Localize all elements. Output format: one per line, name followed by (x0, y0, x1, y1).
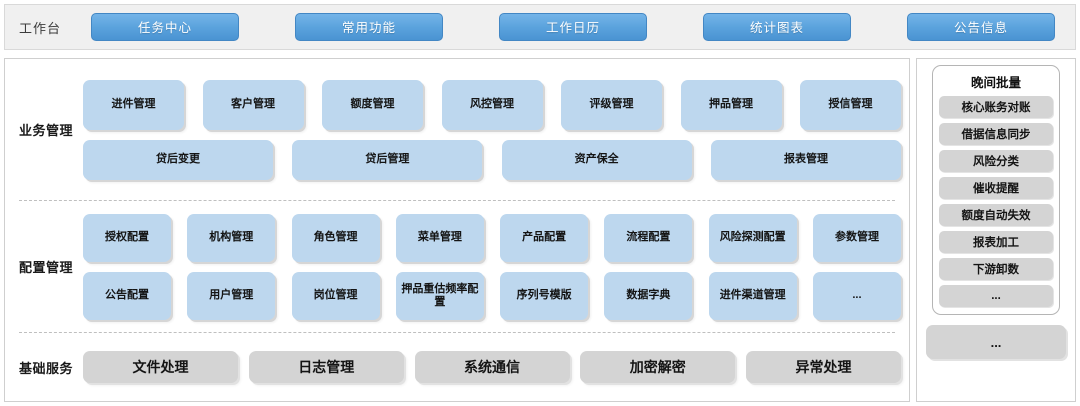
module-card-configuration-more[interactable]: ... (812, 271, 901, 320)
module-card-user-management[interactable]: 用户管理 (187, 271, 276, 320)
module-card-collateral-revaluation-frequency-config[interactable]: 押品重估频率配置 (395, 271, 484, 320)
business-row-2: 贷后变更 贷后管理 资产保全 报表管理 (83, 139, 901, 180)
section-label-business: 业务管理 (19, 123, 74, 138)
page-title: 工作台 (19, 20, 62, 36)
module-card-credit-granting-management[interactable]: 授信管理 (800, 79, 901, 130)
section-label-configuration: 配置管理 (19, 260, 74, 275)
module-card-serial-number-template[interactable]: 序列号模版 (500, 271, 589, 320)
module-card-authorization-config[interactable]: 授权配置 (83, 213, 171, 262)
section-basic-services: 基础服务 文件处理 日志管理 系统通信 加密解密 异常处理 (5, 333, 909, 401)
batch-item-risk-classification[interactable]: 风险分类 (939, 150, 1053, 172)
batch-item-loan-record-sync[interactable]: 借据信息同步 (939, 123, 1053, 145)
module-card-announcement-config[interactable]: 公告配置 (83, 271, 171, 320)
batch-item-report-processing[interactable]: 报表加工 (939, 231, 1053, 253)
module-card-parameter-management[interactable]: 参数管理 (812, 213, 901, 262)
module-card-role-management[interactable]: 角色管理 (291, 213, 380, 262)
tab-statistics-chart[interactable]: 统计图表 (703, 13, 851, 41)
module-card-exception-handling[interactable]: 异常处理 (746, 351, 901, 383)
module-card-risk-detection-config[interactable]: 风险探测配置 (708, 213, 797, 262)
section-label-basic-services: 基础服务 (19, 360, 74, 376)
tab-announcements[interactable]: 公告信息 (907, 13, 1055, 41)
module-card-system-communication[interactable]: 系统通信 (414, 351, 570, 383)
module-card-risk-control-management[interactable]: 风控管理 (441, 79, 543, 130)
basic-services-row-1: 文件处理 日志管理 系统通信 加密解密 异常处理 (83, 351, 901, 383)
batch-item-collection-reminder[interactable]: 催收提醒 (939, 177, 1053, 199)
configuration-row-2: 公告配置 用户管理 岗位管理 押品重估频率配置 序列号模版 数据字典 进件渠道管… (83, 271, 901, 320)
tab-common-functions[interactable]: 常用功能 (295, 13, 443, 41)
module-card-asset-preservation[interactable]: 资产保全 (501, 139, 692, 180)
section-divider-2 (19, 332, 895, 333)
batch-item-core-account-reconciliation[interactable]: 核心账务对账 (939, 96, 1053, 118)
right-side-panel: 晚间批量 核心账务对账 借据信息同步 风险分类 催收提醒 额度自动失效 报表加工… (916, 58, 1076, 402)
module-card-position-management[interactable]: 岗位管理 (291, 271, 380, 320)
section-divider-1 (19, 200, 895, 201)
module-card-post-loan-change[interactable]: 贷后变更 (83, 139, 273, 180)
business-row-1: 进件管理 客户管理 额度管理 风控管理 评级管理 押品管理 授信管理 (83, 79, 901, 130)
module-card-process-config[interactable]: 流程配置 (604, 213, 693, 262)
module-card-file-processing[interactable]: 文件处理 (83, 351, 238, 383)
module-card-rating-management[interactable]: 评级管理 (561, 79, 662, 130)
module-card-log-management[interactable]: 日志管理 (248, 351, 404, 383)
right-panel-more-card[interactable]: ... (926, 325, 1066, 359)
module-map-panel: 业务管理 进件管理 客户管理 额度管理 风控管理 评级管理 押品管理 授信管理 … (4, 58, 910, 402)
section-business-management: 业务管理 进件管理 客户管理 额度管理 风控管理 评级管理 押品管理 授信管理 … (5, 59, 909, 200)
section-rows-business: 进件管理 客户管理 额度管理 风控管理 评级管理 押品管理 授信管理 贷后变更 … (83, 79, 909, 180)
module-card-data-dictionary[interactable]: 数据字典 (604, 271, 693, 320)
tab-task-center[interactable]: 任务中心 (91, 13, 239, 41)
module-card-collateral-management[interactable]: 押品管理 (680, 79, 782, 130)
module-card-report-management[interactable]: 报表管理 (710, 139, 901, 180)
section-configuration-management: 配置管理 授权配置 机构管理 角色管理 菜单管理 产品配置 流程配置 风险探测配… (5, 201, 909, 332)
module-card-organization-management[interactable]: 机构管理 (187, 213, 276, 262)
section-rows-basic-services: 文件处理 日志管理 系统通信 加密解密 异常处理 (83, 351, 909, 383)
night-batch-title: 晚间批量 (970, 76, 1021, 90)
configuration-row-1: 授权配置 机构管理 角色管理 菜单管理 产品配置 流程配置 风险探测配置 参数管… (83, 213, 901, 262)
module-card-credit-limit-management[interactable]: 额度管理 (322, 79, 423, 130)
batch-item-more[interactable]: ... (939, 285, 1053, 307)
module-card-post-loan-management[interactable]: 贷后管理 (292, 139, 483, 180)
top-tab-group: 任务中心 常用功能 工作日历 统计图表 公告信息 (91, 13, 1075, 41)
section-rows-configuration: 授权配置 机构管理 角色管理 菜单管理 产品配置 流程配置 风险探测配置 参数管… (83, 213, 909, 320)
batch-item-credit-limit-auto-expiry[interactable]: 额度自动失效 (939, 204, 1053, 226)
module-card-menu-management[interactable]: 菜单管理 (395, 213, 484, 262)
module-card-encryption-decryption[interactable]: 加密解密 (580, 351, 736, 383)
tab-work-calendar[interactable]: 工作日历 (499, 13, 647, 41)
module-card-product-config[interactable]: 产品配置 (500, 213, 589, 262)
batch-item-downstream-data-unload[interactable]: 下游卸数 (939, 258, 1053, 280)
night-batch-box: 晚间批量 核心账务对账 借据信息同步 风险分类 催收提醒 额度自动失效 报表加工… (932, 65, 1060, 315)
module-card-application-management[interactable]: 进件管理 (83, 79, 184, 130)
module-card-customer-management[interactable]: 客户管理 (202, 79, 304, 130)
top-navigation-bar: 工作台 任务中心 常用功能 工作日历 统计图表 公告信息 (4, 4, 1076, 50)
module-card-application-channel-management[interactable]: 进件渠道管理 (708, 271, 797, 320)
